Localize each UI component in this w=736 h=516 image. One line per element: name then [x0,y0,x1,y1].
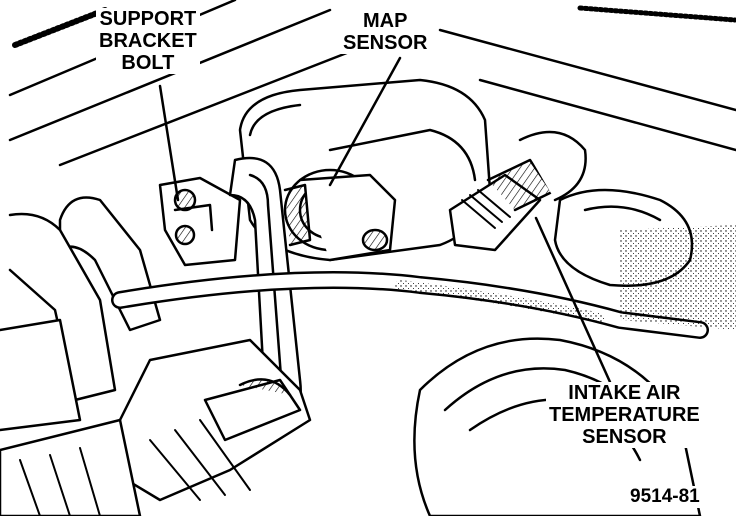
upper-right-line-2 [478,78,736,152]
lower-bracket [0,338,312,516]
callout-line: SENSOR [582,426,667,448]
callout-line: TEMPERATURE [549,404,700,426]
intake-air-temperature-sensor-callout: INTAKE AIR TEMPERATURE SENSOR [546,382,703,448]
hood-hatch-strip [12,7,108,48]
vacuum-tube-inner [248,173,284,392]
hood-panel-line [8,8,332,142]
right-stipple-area [620,225,736,330]
callout-line: SUPPORT [99,8,197,30]
support-bracket [158,176,242,267]
hood-panel-line-2 [58,38,382,167]
manifold-shadow [248,103,302,137]
iat-sensor-leader [534,216,612,384]
callout-line: BOLT [121,52,175,74]
map-sensor [283,168,397,262]
map-sensor-callout: MAP SENSOR [340,10,431,54]
callout-line: MAP [363,10,408,32]
figure-number: 9514-81 [628,486,702,508]
upper-right-line [438,28,736,112]
manifold-lower [328,128,477,182]
support-bracket-bolt-callout: SUPPORT BRACKET BOLT [96,8,200,74]
callout-line: SENSOR [343,32,428,54]
support-bolt-leader [158,84,180,202]
intake-air-temperature-sensor [448,130,587,252]
map-sensor-leader [328,56,402,187]
top-right-hatch [577,5,736,23]
callout-line: BRACKET [99,30,197,52]
callout-line: INTAKE AIR [568,382,681,404]
